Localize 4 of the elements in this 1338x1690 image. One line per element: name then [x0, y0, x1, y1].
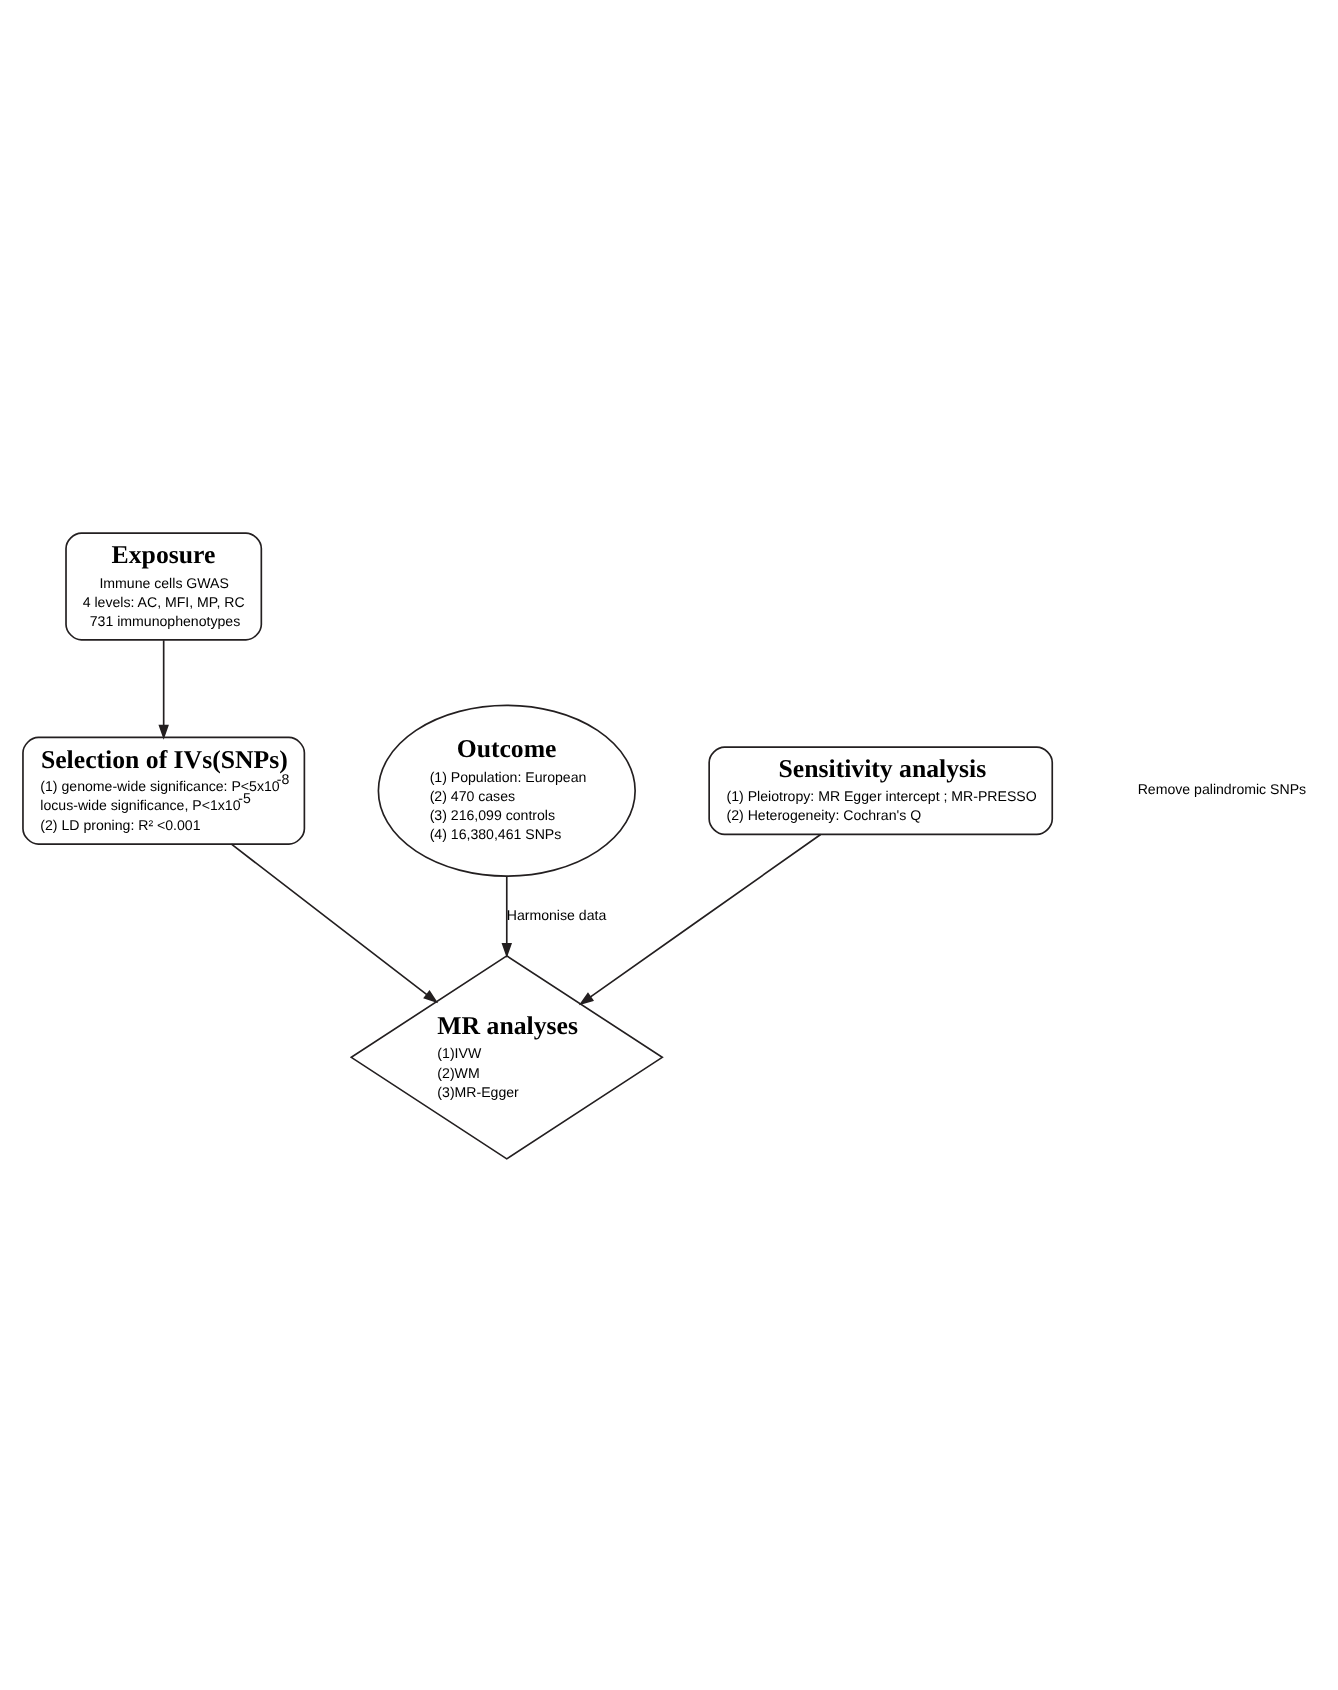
arrow [230, 842, 439, 1003]
arrow [501, 874, 512, 958]
arrow [578, 832, 822, 1005]
arrow [158, 638, 169, 739]
